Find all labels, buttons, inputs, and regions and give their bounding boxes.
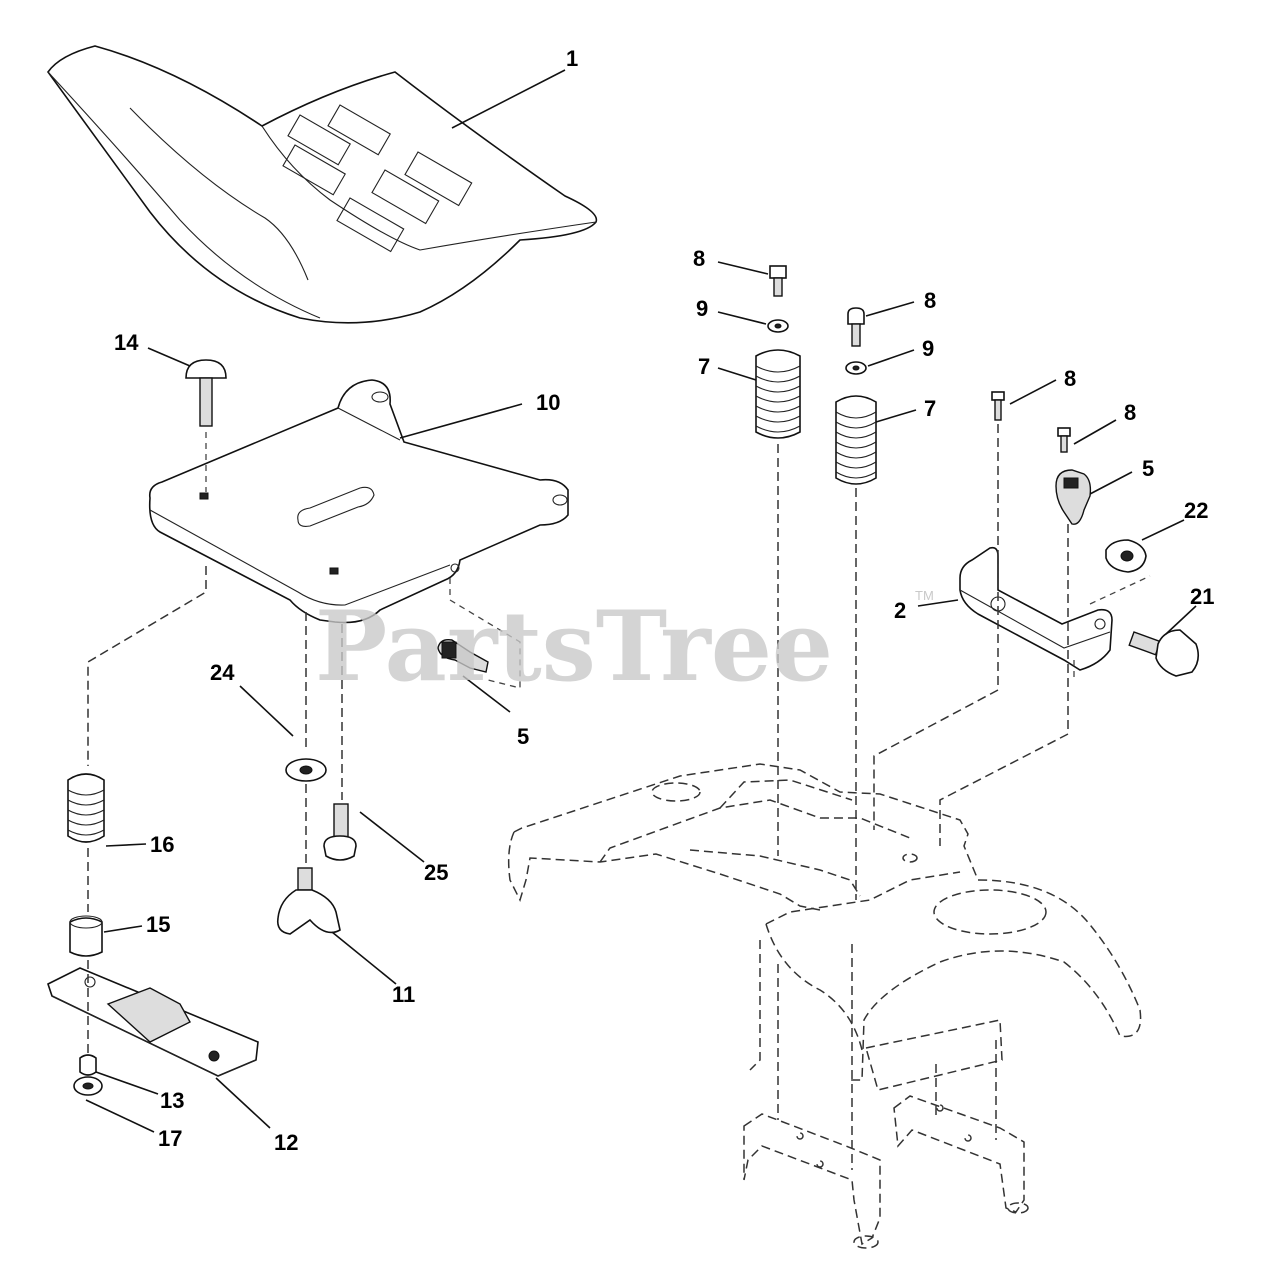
callout-22: 22 [1184,498,1208,523]
callout-7a: 7 [698,354,710,379]
bolt-part-8c [991,379,1057,421]
callout-5-right: 5 [1142,456,1154,481]
callout-1: 1 [566,46,578,71]
callout-8b: 8 [924,288,936,313]
callout-24: 24 [210,660,235,685]
callout-10: 10 [536,390,560,415]
latch-knob-part-left [437,578,521,713]
callout-14: 14 [114,330,139,355]
callout-9b: 9 [922,336,934,361]
callout-15: 15 [146,912,170,937]
bolt-part-8b [847,301,915,347]
callout-2: 2 [894,598,906,623]
assembly-lines-right [777,424,1151,1170]
bushing-part [69,915,143,957]
bolt-part-8a [717,261,787,297]
assembly-lines-left [87,566,343,1056]
callout-17: 17 [158,1126,182,1151]
washer-part-lower [73,1076,155,1133]
callout-9a: 9 [696,296,708,321]
spring-part-small [67,773,147,847]
latch-knob-part-right [1055,469,1133,525]
washer-part [239,685,327,782]
tractor-frame-outline [507,763,1142,1249]
spring-part-7b [835,395,917,485]
mounting-bracket-part [917,546,1113,671]
flange-bolt-part [1128,605,1200,677]
spring-part-7a [717,349,801,439]
callout-12: 12 [274,1130,298,1155]
callout-labels: 1 14 10 5 24 25 16 15 11 13 17 12 8 9 7 … [114,46,1214,1155]
callout-7b: 7 [924,396,936,421]
seat-pan-part [148,379,569,624]
hand-knob-part [276,867,397,985]
seat-bracket-part [47,967,271,1129]
callout-8c: 8 [1064,366,1076,391]
callout-16: 16 [150,832,174,857]
washer-part-9a [717,311,789,333]
washer-part-9b [845,349,915,375]
callout-8a: 8 [693,246,705,271]
callout-21: 21 [1190,584,1214,609]
shoulder-bolt-part [323,803,425,863]
watermark-trademark: TM [915,588,934,603]
callout-25: 25 [424,860,448,885]
callout-13: 13 [160,1088,184,1113]
seat-part [47,45,598,324]
nut-part [79,1054,159,1095]
watermark-text: PartsTree [315,590,833,703]
callout-11: 11 [392,982,415,1007]
callout-8d: 8 [1124,400,1136,425]
hex-nut-part [1105,519,1185,573]
callout-5-left: 5 [517,724,529,749]
bolt-part-8d [1057,419,1117,453]
carriage-bolt-part [147,347,227,492]
